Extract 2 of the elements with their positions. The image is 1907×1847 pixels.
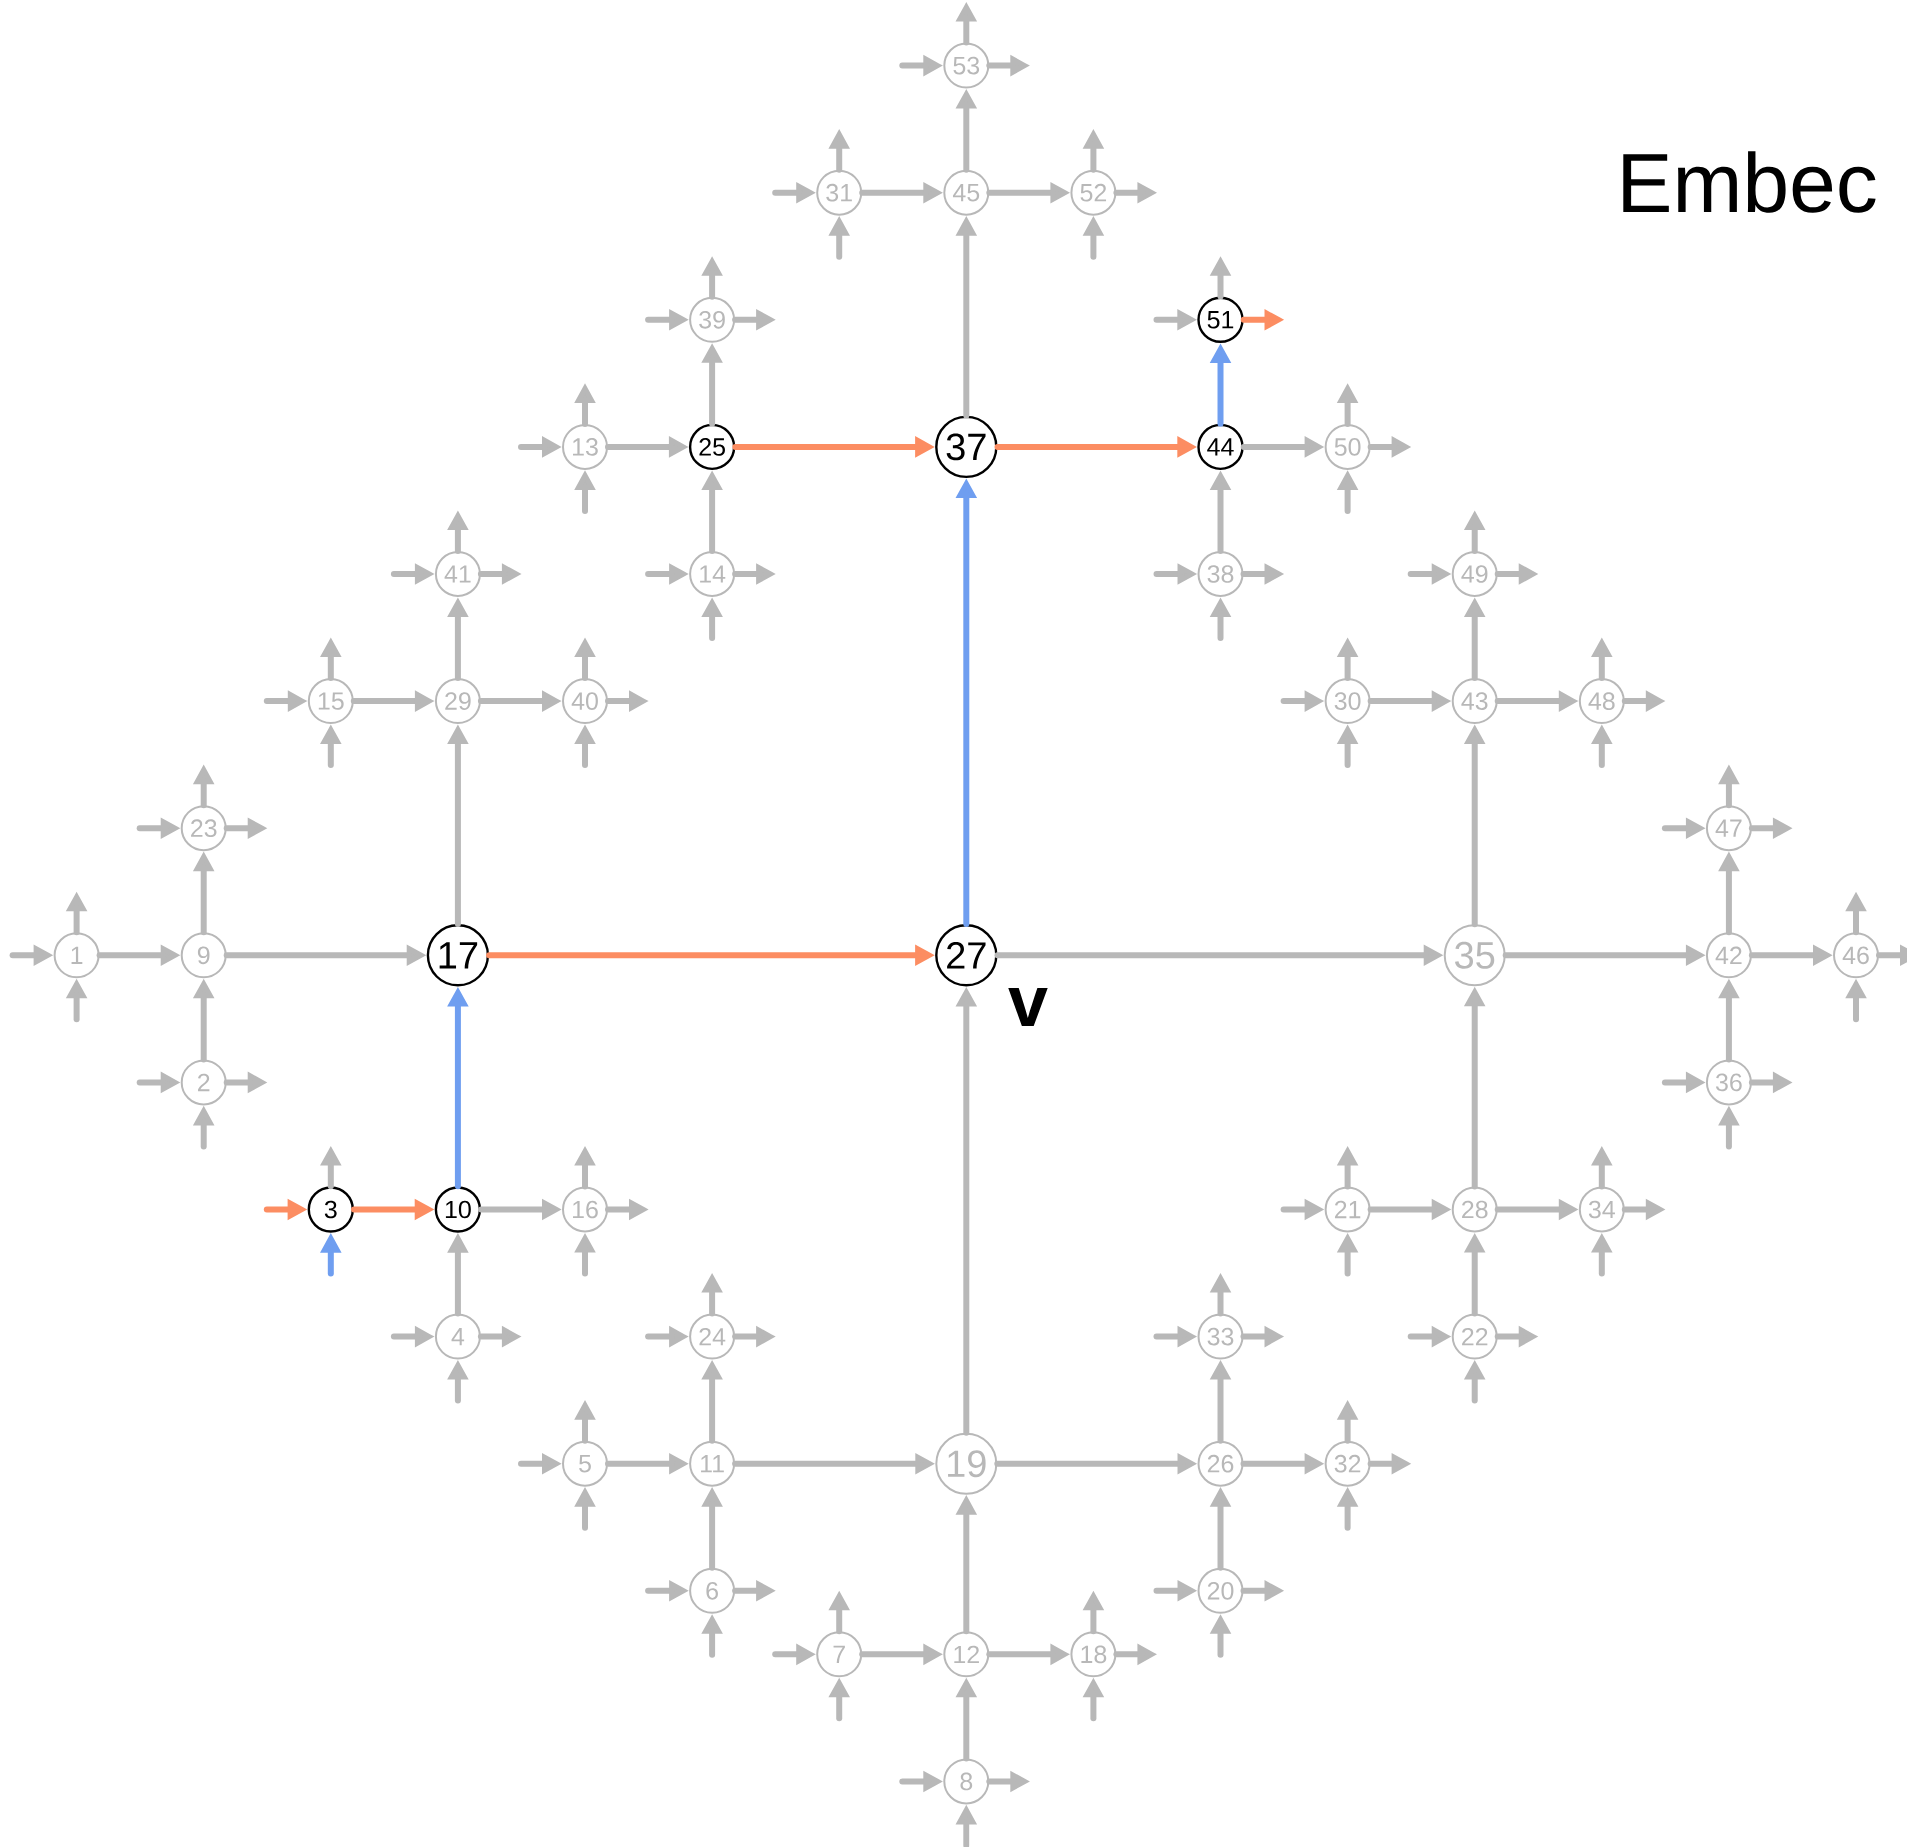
- heading-text: Embec: [1623, 151, 1876, 213]
- vertex-label: v: [1008, 988, 1048, 1026]
